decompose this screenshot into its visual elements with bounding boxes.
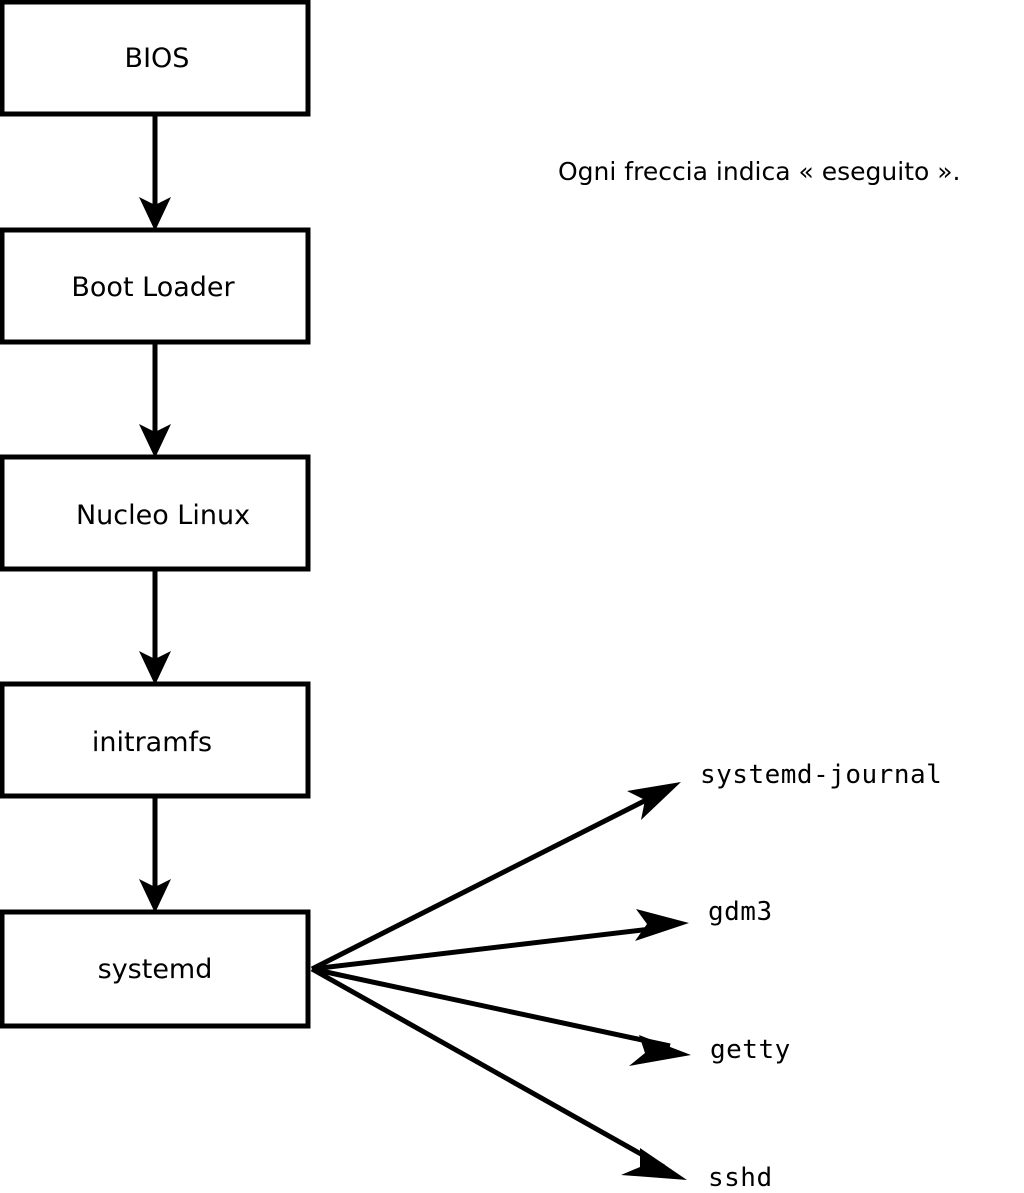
node-label-bios: BIOS xyxy=(125,43,190,74)
arrow-head-icon xyxy=(629,1035,691,1066)
arrow-head-icon xyxy=(627,782,681,820)
node-kernel[interactable]: Nucleo Linux xyxy=(0,454,311,572)
service-label-getty: getty xyxy=(710,1035,791,1065)
service-label-systemd-journal: systemd-journal xyxy=(700,760,942,790)
edge-line xyxy=(310,790,662,972)
arrow-head-down-icon xyxy=(139,424,171,458)
service-label-sshd: sshd xyxy=(708,1163,773,1193)
service-edge-systemd-journal xyxy=(310,782,681,972)
node-initramfs[interactable]: initramfs xyxy=(0,681,311,799)
chain-edge-initramfs-to-systemd xyxy=(139,796,171,913)
edge-line xyxy=(310,966,666,1170)
diagram-caption: Ogni freccia indica « eseguito ». xyxy=(558,157,961,186)
chain-edge-kernel-to-initramfs xyxy=(139,569,171,685)
node-label-bootloader: Boot Loader xyxy=(71,272,235,303)
node-box xyxy=(0,0,311,117)
arrow-head-icon xyxy=(635,909,689,941)
node-box xyxy=(0,454,311,572)
node-label-kernel: Nucleo Linux xyxy=(76,500,250,531)
edge-line xyxy=(311,966,671,1049)
node-box xyxy=(0,227,311,345)
chain-edge-bootloader-to-kernel xyxy=(139,342,171,458)
service-edge-gdm3 xyxy=(311,909,689,972)
arrow-head-icon xyxy=(621,1148,687,1180)
node-bios[interactable]: BIOS xyxy=(0,0,311,117)
arrow-head-down-icon xyxy=(139,879,171,913)
arrow-head-down-icon xyxy=(139,651,171,685)
node-box xyxy=(0,681,311,799)
node-label-initramfs: initramfs xyxy=(92,727,212,758)
edge-line xyxy=(311,924,669,972)
chain-edge-bios-to-bootloader xyxy=(139,114,171,231)
node-box xyxy=(0,909,311,1029)
service-edge-getty xyxy=(311,966,691,1066)
node-label-systemd: systemd xyxy=(98,954,213,985)
arrow-head-down-icon xyxy=(139,197,171,231)
service-edge-sshd xyxy=(310,966,687,1180)
node-systemd[interactable]: systemd xyxy=(0,909,311,1029)
service-label-gdm3: gdm3 xyxy=(708,897,773,927)
node-bootloader[interactable]: Boot Loader xyxy=(0,227,311,345)
